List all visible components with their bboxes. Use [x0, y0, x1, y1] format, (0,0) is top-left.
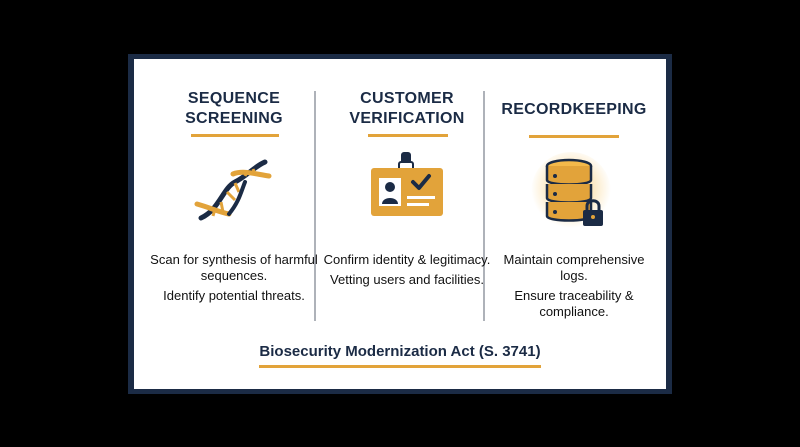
heading-line-1: RECORDKEEPING	[501, 101, 647, 118]
column-divider	[314, 91, 316, 321]
description-line-2: Vetting users and facilities.	[330, 272, 484, 287]
heading-line-2: SCREENING	[185, 110, 283, 127]
column-description: Maintain comprehensive logs. Ensure trac…	[489, 252, 659, 324]
heading-line-2: VERIFICATION	[349, 110, 465, 127]
id-badge-icon	[367, 152, 447, 229]
description-line-1: Scan for synthesis of harmful sequences.	[150, 252, 318, 283]
column-heading: SEQUENCE SCREENING	[149, 89, 319, 129]
heading-underline	[191, 134, 279, 137]
sequence-screening-column: SEQUENCE SCREENING	[149, 59, 319, 329]
customer-verification-column: CUSTOMER VERIFICATION Confirm id	[322, 59, 492, 329]
description-line-2: Ensure traceability & compliance.	[514, 288, 634, 319]
column-description: Scan for synthesis of harmful sequences.…	[149, 252, 319, 308]
heading-underline	[368, 134, 448, 137]
heading-line-1: SEQUENCE	[187, 90, 281, 107]
dna-icon	[189, 152, 279, 237]
heading-line-1: CUSTOMER	[360, 90, 454, 107]
infographic-card: SEQUENCE SCREENING	[134, 59, 666, 389]
database-lock-icon	[529, 152, 619, 241]
footer-title: Biosecurity Modernization Act (S. 3741)	[259, 342, 541, 368]
infographic-frame: SEQUENCE SCREENING	[128, 54, 672, 394]
heading-underline	[529, 135, 619, 138]
description-line-1: Confirm identity & legitimacy.	[323, 252, 491, 267]
column-description: Confirm identity & legitimacy. Vetting u…	[322, 252, 492, 292]
column-heading: RECORDKEEPING	[489, 100, 659, 120]
footer: Biosecurity Modernization Act (S. 3741)	[134, 342, 666, 368]
column-divider	[483, 91, 485, 321]
description-line-1: Maintain comprehensive logs.	[503, 252, 645, 283]
column-heading: CUSTOMER VERIFICATION	[322, 89, 492, 129]
recordkeeping-column: RECORDKEEPING	[489, 59, 659, 329]
description-line-2: Identify potential threats.	[163, 288, 305, 303]
